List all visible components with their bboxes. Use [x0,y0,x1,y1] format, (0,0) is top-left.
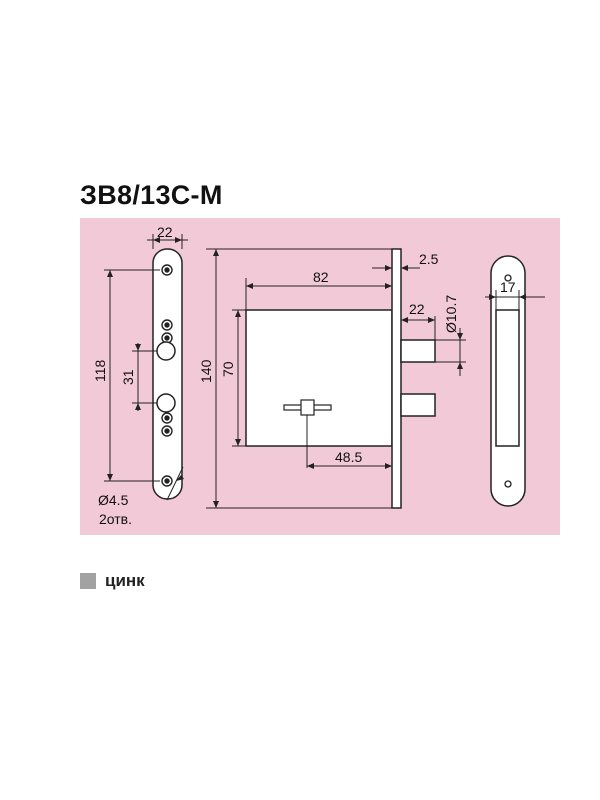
bolt-projection-label: 22 [409,301,425,317]
lock-body-side-view [245,248,436,509]
strike-screw-hole [504,480,512,488]
deadbolt-lower [400,393,436,417]
lock-case [245,309,393,447]
body-height-label: 70 [220,361,236,377]
side-view-dimension-lines [206,248,466,509]
faceplate-front-view [152,248,183,500]
product-title: ЗВ8/13С-М [80,180,223,210]
faceplate-height-label: 118 [92,359,108,382]
hole-count-label: 2отв. [99,511,132,527]
cylinder-spacing-label: 31 [120,369,136,385]
screw-holes [161,264,173,487]
deadbolt-upper [400,339,436,363]
bolt-diameter-label: Ø10.7 [443,295,459,333]
dimension-labels: 22 118 31 Ø4.5 2отв. 140 70 82 2.5 22 Ø1… [92,224,516,527]
bolt-hole-lower [156,393,176,413]
strike-opening [495,309,520,447]
faceplate-width-label: 22 [157,224,173,240]
keyhole [283,399,332,468]
body-length-label: 82 [313,269,329,285]
legend-label: цинк [105,571,145,590]
bolt-hole-upper [156,341,176,361]
material-legend: цинк [80,571,145,591]
faceplate-outline [152,248,183,500]
zinc-color-swatch [80,573,96,589]
backset-label: 48.5 [335,449,362,465]
strike-width-label: 17 [500,279,516,295]
forend-plate [391,248,402,509]
overall-height-label: 140 [198,359,214,383]
faceplate-thickness-label: 2.5 [419,251,439,267]
arrowheads [107,237,526,508]
strike-plate-view [485,255,545,507]
strike-screw-hole [504,274,512,282]
hole-diameter-label: Ø4.5 [98,492,129,508]
